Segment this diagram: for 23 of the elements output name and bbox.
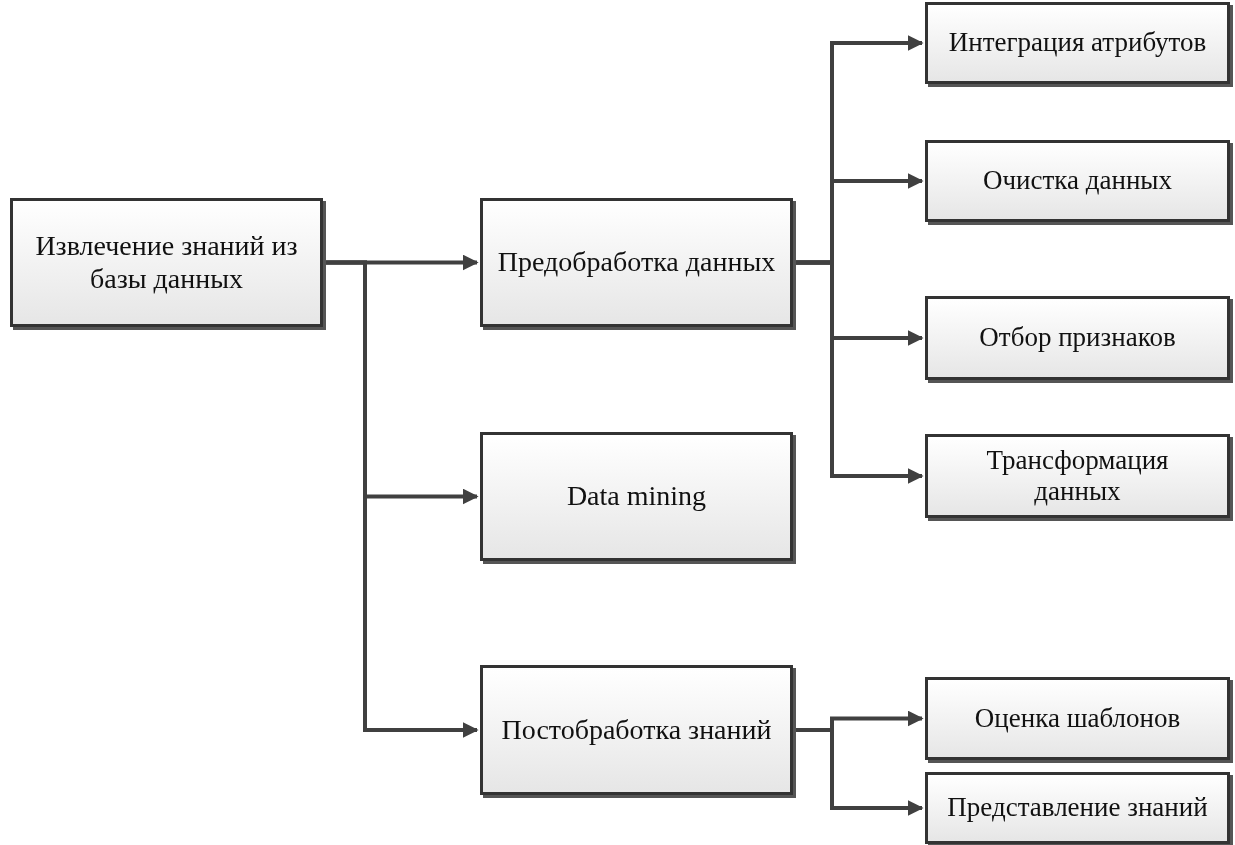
process-box: [925, 434, 1230, 518]
box-label: Трансформация данных: [985, 444, 1170, 508]
box-label: Предобработка данных: [497, 246, 776, 279]
box-label: Представление знаний: [947, 792, 1208, 824]
box-label: Очистка данных: [983, 165, 1172, 197]
box-label: Извлечение знаний из базы данных: [34, 230, 299, 295]
process-box: [925, 2, 1230, 84]
process-box: [10, 198, 323, 327]
process-box: [480, 432, 793, 561]
process-box: [925, 677, 1230, 760]
process-box: [925, 140, 1230, 222]
process-box: [925, 296, 1230, 380]
process-box: [480, 665, 793, 795]
arrow: [325, 260, 479, 738]
box-label: Оценка шаблонов: [974, 702, 1181, 734]
process-box: [925, 772, 1230, 844]
process-box: [480, 198, 793, 327]
box-label: Постобработка знаний: [501, 713, 772, 747]
arrow: [795, 260, 924, 484]
box-label: Отбор признаков: [979, 322, 1176, 354]
arrow: [795, 728, 924, 816]
box-label: Data mining: [566, 480, 707, 513]
box-label: Интеграция атрибутов: [948, 27, 1207, 59]
